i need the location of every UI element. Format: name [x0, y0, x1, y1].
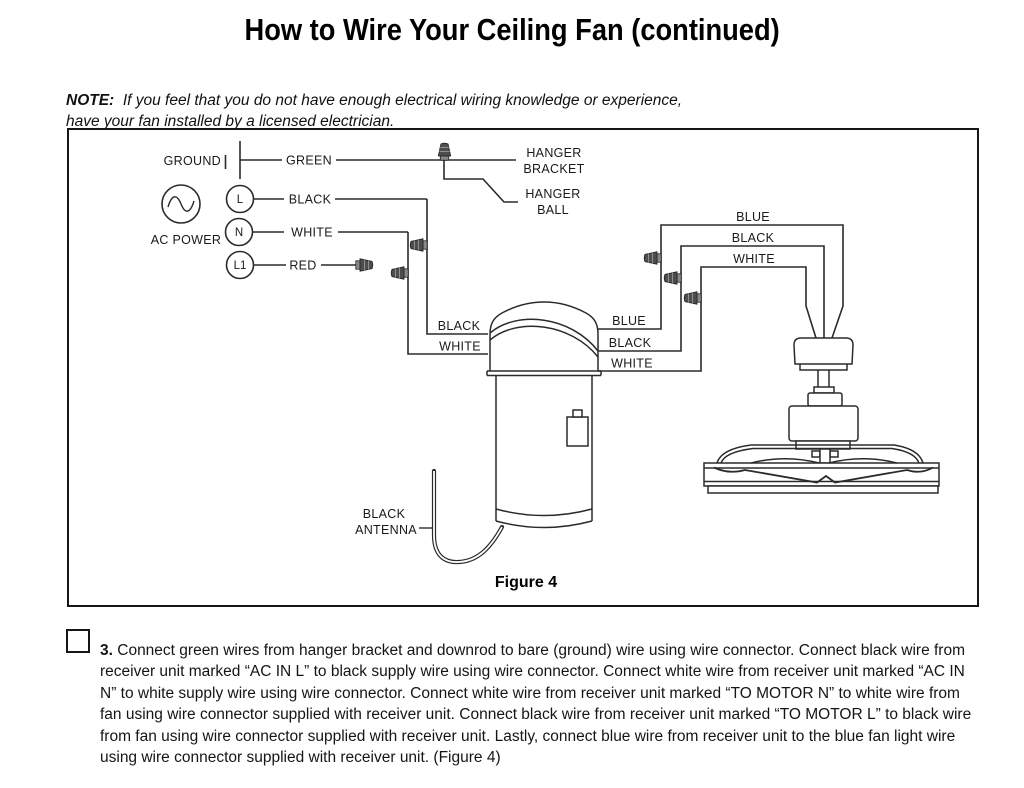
step-checkbox[interactable] — [66, 629, 90, 653]
fan-hub-tab-left — [811, 450, 821, 458]
wire-nut-icon — [437, 142, 452, 161]
terminal-l-label: L — [237, 194, 244, 206]
fan-coupling-top — [813, 386, 835, 394]
terminal-n-label: N — [235, 227, 243, 239]
figure-caption: Figure 4 — [495, 574, 557, 591]
hanger-bracket-label-2: BRACKET — [523, 162, 584, 176]
fan-black-label: BLACK — [732, 231, 775, 245]
fan-motor-housing — [788, 405, 859, 442]
wires — [240, 159, 844, 372]
receiver-out-black-label: BLACK — [609, 336, 652, 350]
receiver-in-black-label: BLACK — [438, 319, 481, 333]
fan-canopy — [793, 337, 854, 365]
receiver-cap-band — [489, 318, 599, 352]
black-supply-label: BLACK — [289, 193, 332, 207]
sine-wave-icon — [167, 196, 195, 212]
white-supply-wire — [252, 231, 488, 355]
note-label: NOTE: — [66, 91, 115, 109]
white-supply-label: WHITE — [291, 226, 333, 240]
fan-rim — [703, 462, 940, 487]
wire-nut-icon — [355, 258, 374, 272]
fan-cage-arch — [716, 444, 924, 464]
wire-nut-icon — [390, 266, 409, 280]
red-wire-label: RED — [289, 259, 316, 273]
step-body: Connect green wires from hanger bracket … — [100, 641, 972, 767]
receiver-cap — [489, 301, 599, 371]
terminal-l1-circle — [225, 250, 255, 280]
wire-nut-icon — [683, 291, 702, 305]
fan-hub-tab-right — [829, 450, 839, 458]
fan-canopy-collar — [799, 364, 848, 371]
fan-blade-tops — [750, 458, 898, 464]
fan-rim-lines — [704, 467, 939, 483]
ac-source-symbol — [161, 184, 201, 224]
fan-hub-post — [819, 448, 831, 464]
hanger-bracket-label-1: HANGER — [526, 146, 581, 160]
fan-blades — [713, 466, 934, 484]
receiver-switch-tab — [572, 409, 583, 418]
note-line2: have your fan installed by a licensed el… — [66, 113, 395, 130]
fan-coupling — [807, 392, 843, 407]
receiver-unit — [419, 301, 602, 565]
antenna-label-2: ANTENNA — [355, 523, 417, 537]
fan-white-label: WHITE — [733, 252, 775, 266]
page-title: How to Wire Your Ceiling Fan (continued) — [244, 12, 780, 47]
figure-4-diagram: GROUND GREEN HANGER BRACKET HANGER BALL … — [67, 128, 979, 607]
terminal-l1-label: L1 — [234, 260, 247, 272]
receiver-out-blue-label: BLUE — [612, 314, 646, 328]
fan-blue-label: BLUE — [736, 210, 770, 224]
black-fan-wire — [598, 245, 825, 352]
wire-nut-icon — [643, 251, 662, 265]
receiver-in-white-label: WHITE — [439, 340, 481, 354]
white-fan-wire — [598, 266, 817, 372]
receiver-bottom-band — [495, 508, 593, 529]
antenna-label-1: BLACK — [363, 507, 406, 521]
receiver-cap-rim — [486, 370, 602, 377]
fan-downrod — [817, 370, 830, 387]
green-wire-label: GREEN — [286, 154, 332, 168]
antenna-wire-inner — [433, 471, 503, 563]
ac-power-label: AC POWER — [151, 233, 221, 247]
diagram-labels: GROUND GREEN HANGER BRACKET HANGER BALL … — [151, 146, 775, 591]
receiver-body — [495, 375, 593, 509]
blue-fan-wire — [598, 224, 844, 339]
receiver-out-white-label: WHITE — [611, 357, 653, 371]
fan-bottom-band — [707, 485, 939, 494]
step-3-instructions: 3. Connect green wires from hanger brack… — [100, 640, 980, 770]
wire-nut-icon — [663, 271, 682, 285]
wire-nut-icon — [409, 238, 428, 252]
ceiling-fan — [703, 337, 940, 494]
note-paragraph: NOTE: If you feel that you do not have e… — [66, 90, 826, 133]
wiring-diagram-svg: GROUND GREEN HANGER BRACKET HANGER BALL … — [151, 141, 940, 591]
hanger-ball-leader — [443, 160, 518, 203]
note-line1: If you feel that you do not have enough … — [122, 91, 683, 109]
antenna-wire-outer — [431, 468, 505, 565]
hanger-ball-label-2: BALL — [537, 203, 569, 217]
hanger-ball-label-1: HANGER — [525, 187, 580, 201]
receiver-cap-band-inner — [489, 325, 599, 358]
step-number: 3. — [100, 641, 113, 659]
ground-label: GROUND — [164, 154, 221, 168]
receiver-switch — [566, 416, 589, 447]
